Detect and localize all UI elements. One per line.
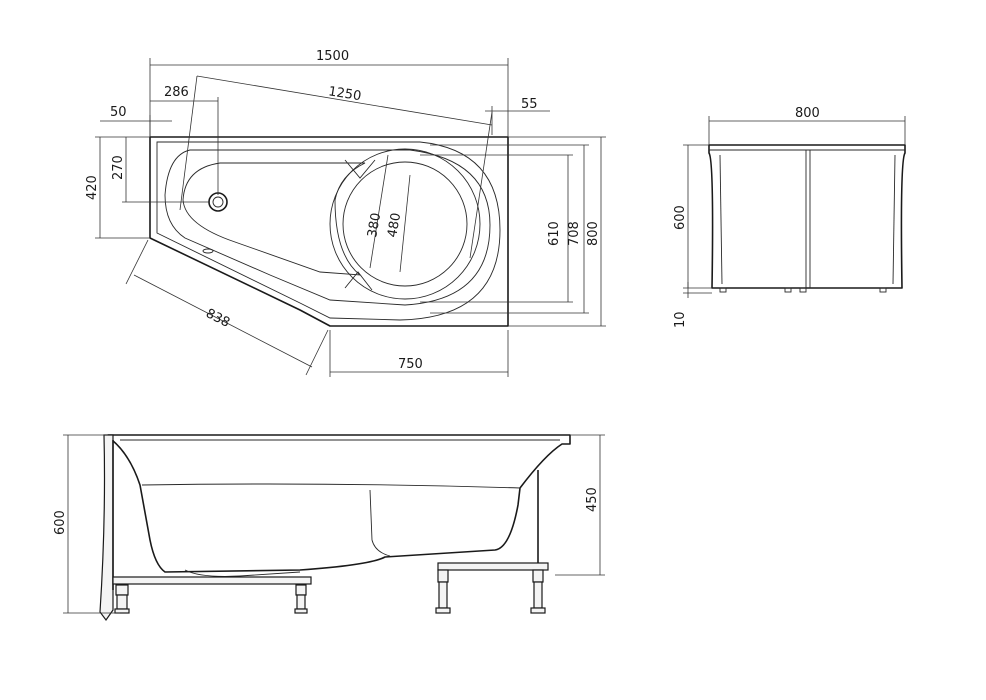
leg-right-b-body [533, 581, 543, 609]
dim-front-600-label: 600 [673, 205, 688, 230]
leg-right-b-foot [530, 607, 546, 614]
top-view-bowl [164, 149, 491, 306]
dim-1250-label: 1250 [327, 84, 362, 104]
top-view-basin [182, 162, 366, 276]
top-view: 1500 1250 286 50 55 420 270 380 480 [85, 49, 606, 377]
side-view-bottom-depression [184, 569, 301, 577]
dim-55-label: 55 [521, 97, 538, 112]
top-view-rim [149, 136, 509, 327]
dim-380-label: 380 [365, 212, 384, 239]
dim-side-600-label: 600 [53, 510, 68, 535]
leg-right-a-body [438, 581, 448, 609]
dim-800-label: 800 [586, 221, 601, 246]
leg-left-a-top [115, 584, 129, 596]
dim-1250-line [196, 75, 493, 126]
dim-side-450-label: 450 [585, 487, 600, 512]
top-view-circle-outer [329, 148, 481, 300]
front-foot-2 [784, 287, 792, 293]
leg-left-b-foot [294, 608, 308, 614]
side-view-waterline [141, 483, 521, 489]
dim-50-label: 50 [110, 105, 127, 120]
leg-left-a-body [116, 594, 128, 610]
dim-front-10-label: 10 [673, 311, 688, 328]
front-view-panel [708, 144, 906, 289]
dim-480-line [399, 174, 411, 273]
dim-286-label: 286 [164, 85, 189, 100]
front-foot-3 [799, 287, 807, 293]
leg-right-b-top [532, 569, 544, 583]
front-view-edge-right [892, 154, 896, 285]
dim-838-ext-right [305, 329, 329, 376]
dim-1500-label: 1500 [316, 49, 349, 64]
side-view-rim [107, 434, 571, 573]
front-view-edge-left [719, 154, 723, 285]
leg-left-a-foot [114, 608, 130, 614]
dim-838-line [133, 274, 313, 368]
dim-480-label: 480 [385, 212, 404, 239]
front-foot-1 [719, 287, 727, 293]
front-view: 800 600 10 [673, 106, 906, 328]
top-view-inner-rim [156, 141, 501, 321]
top-view-ridge-bottom [344, 271, 373, 291]
side-view-apron [99, 434, 114, 622]
dim-1250-ext-right [469, 111, 493, 259]
leg-right-a-top [437, 569, 449, 583]
dim-front-800-label: 800 [795, 106, 820, 121]
leg-left-b-body [296, 594, 306, 610]
dim-1250-ext-left [179, 75, 198, 211]
dim-750-label: 750 [398, 357, 423, 372]
dim-708-label: 708 [567, 221, 582, 246]
leg-right-a-foot [435, 607, 451, 614]
front-foot-4 [879, 287, 887, 293]
drain-inner [212, 196, 224, 208]
drain-outer [208, 192, 228, 212]
dim-380-line [369, 154, 389, 269]
dim-420-label: 420 [85, 175, 100, 200]
dim-838-label: 838 [203, 306, 232, 331]
overflow [202, 248, 214, 254]
top-view-circle-inner [342, 161, 468, 287]
frame-right [437, 562, 549, 571]
dim-270-label: 270 [111, 155, 126, 180]
side-view: 600 450 [53, 434, 605, 622]
frame-left [112, 576, 312, 585]
leg-left-b-top [295, 584, 307, 596]
dim-610-label: 610 [547, 221, 562, 246]
top-view-ridge-top [344, 159, 376, 179]
side-view-inner-step [369, 489, 391, 557]
dim-838-ext-left [125, 239, 149, 285]
